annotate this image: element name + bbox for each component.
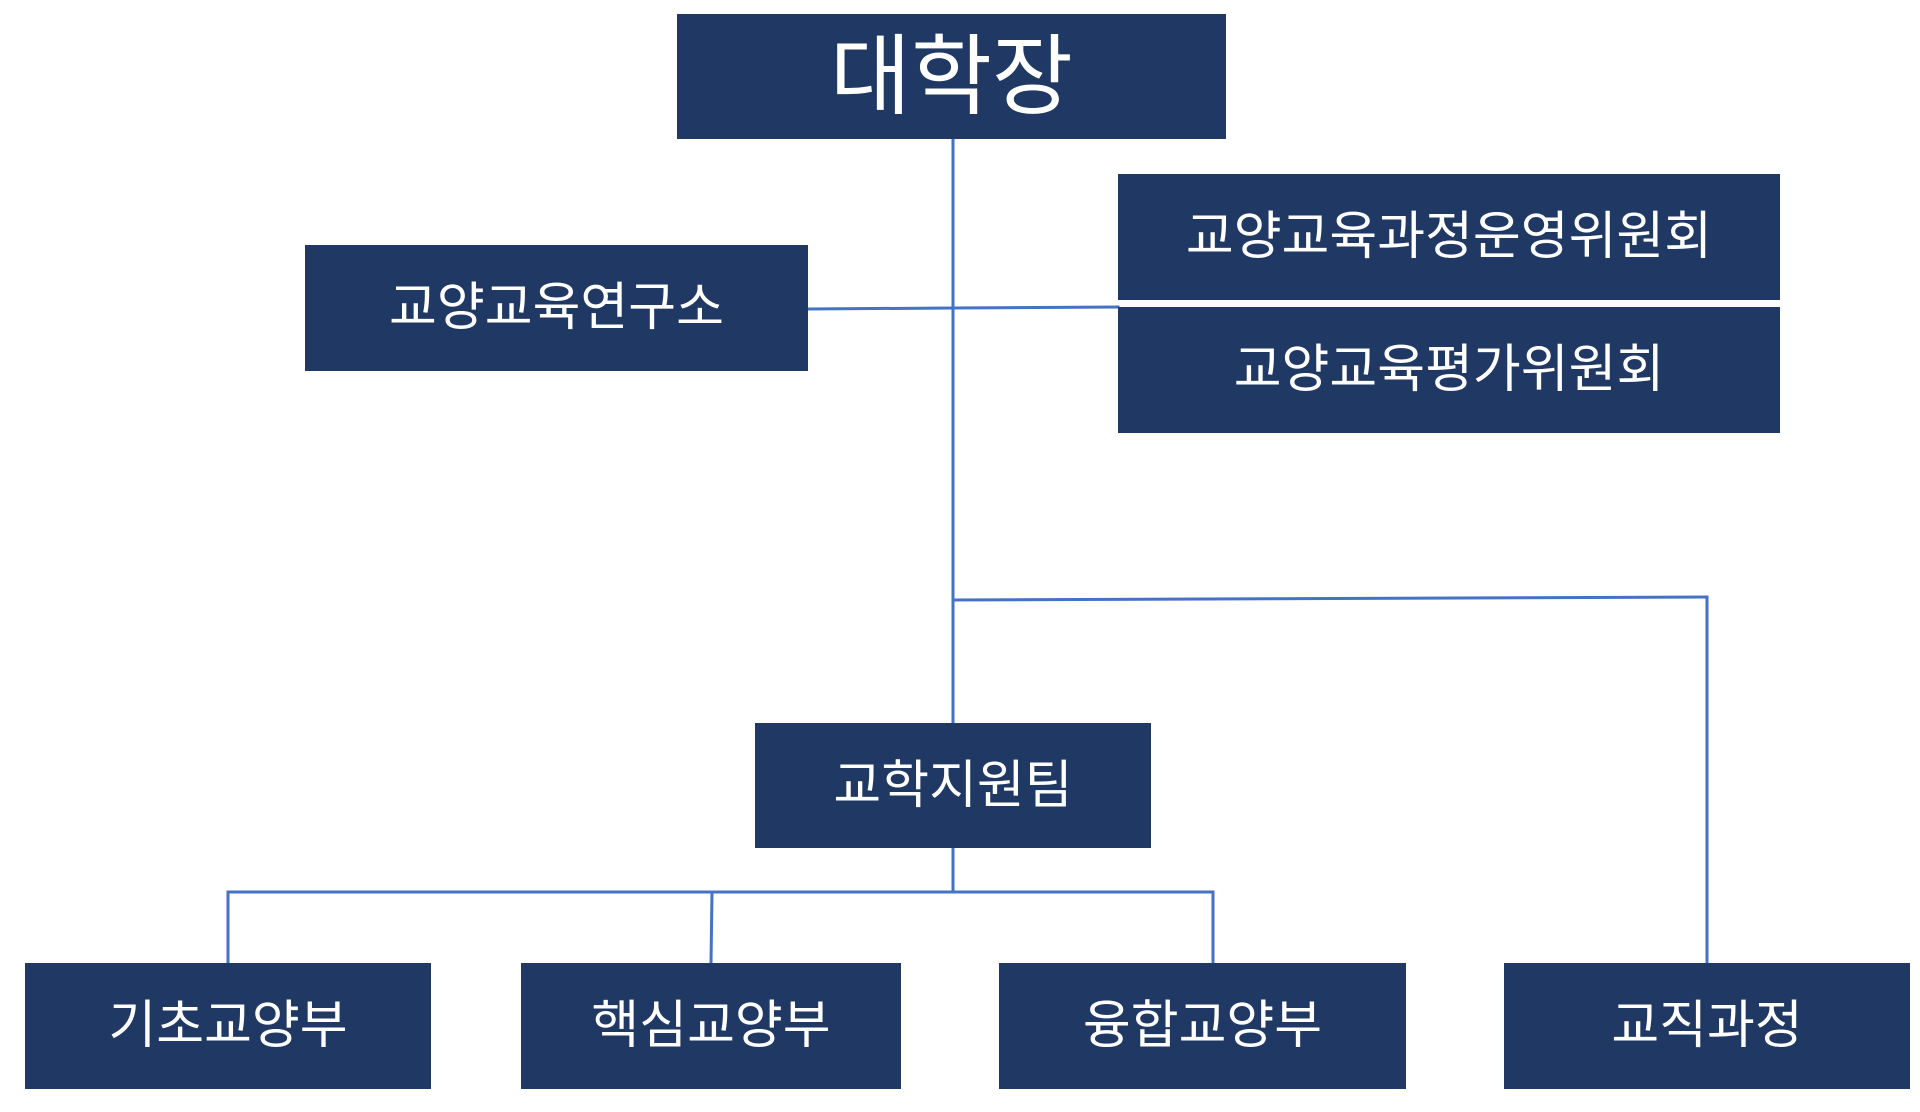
connector-institute <box>806 306 955 311</box>
connector-teaching-branch <box>951 595 1709 602</box>
support-team-label: 교학지원팀 <box>833 755 1073 816</box>
core-division-label: 핵심교양부 <box>591 996 831 1056</box>
basic-division-box: 기초교양부 <box>25 963 431 1089</box>
convergence-division-box: 융합교양부 <box>999 963 1406 1089</box>
connector-core-drop <box>709 890 714 965</box>
convergence-division-label: 융합교양부 <box>1082 996 1323 1056</box>
support-team-box: 교학지원팀 <box>755 723 1151 848</box>
teaching-course-box: 교직과정 <box>1504 963 1910 1089</box>
core-division-box: 핵심교양부 <box>521 963 901 1089</box>
basic-division-label: 기초교양부 <box>108 996 348 1056</box>
committee-operations-box: 교양교육과정운영위원회 <box>1118 174 1780 300</box>
committee-operations-label: 교양교육과정운영위원회 <box>1185 207 1713 267</box>
committee-evaluation-box: 교양교육평가위원회 <box>1118 307 1780 433</box>
teaching-course-label: 교직과정 <box>1611 996 1803 1056</box>
president-box: 대학장 <box>677 14 1226 139</box>
institute-label: 교양교육연구소 <box>389 278 724 338</box>
connector-committees <box>951 305 1120 310</box>
president-label: 대학장 <box>830 24 1073 128</box>
institute-box: 교양교육연구소 <box>305 245 808 371</box>
committee-evaluation-label: 교양교육평가위원회 <box>1233 340 1665 400</box>
